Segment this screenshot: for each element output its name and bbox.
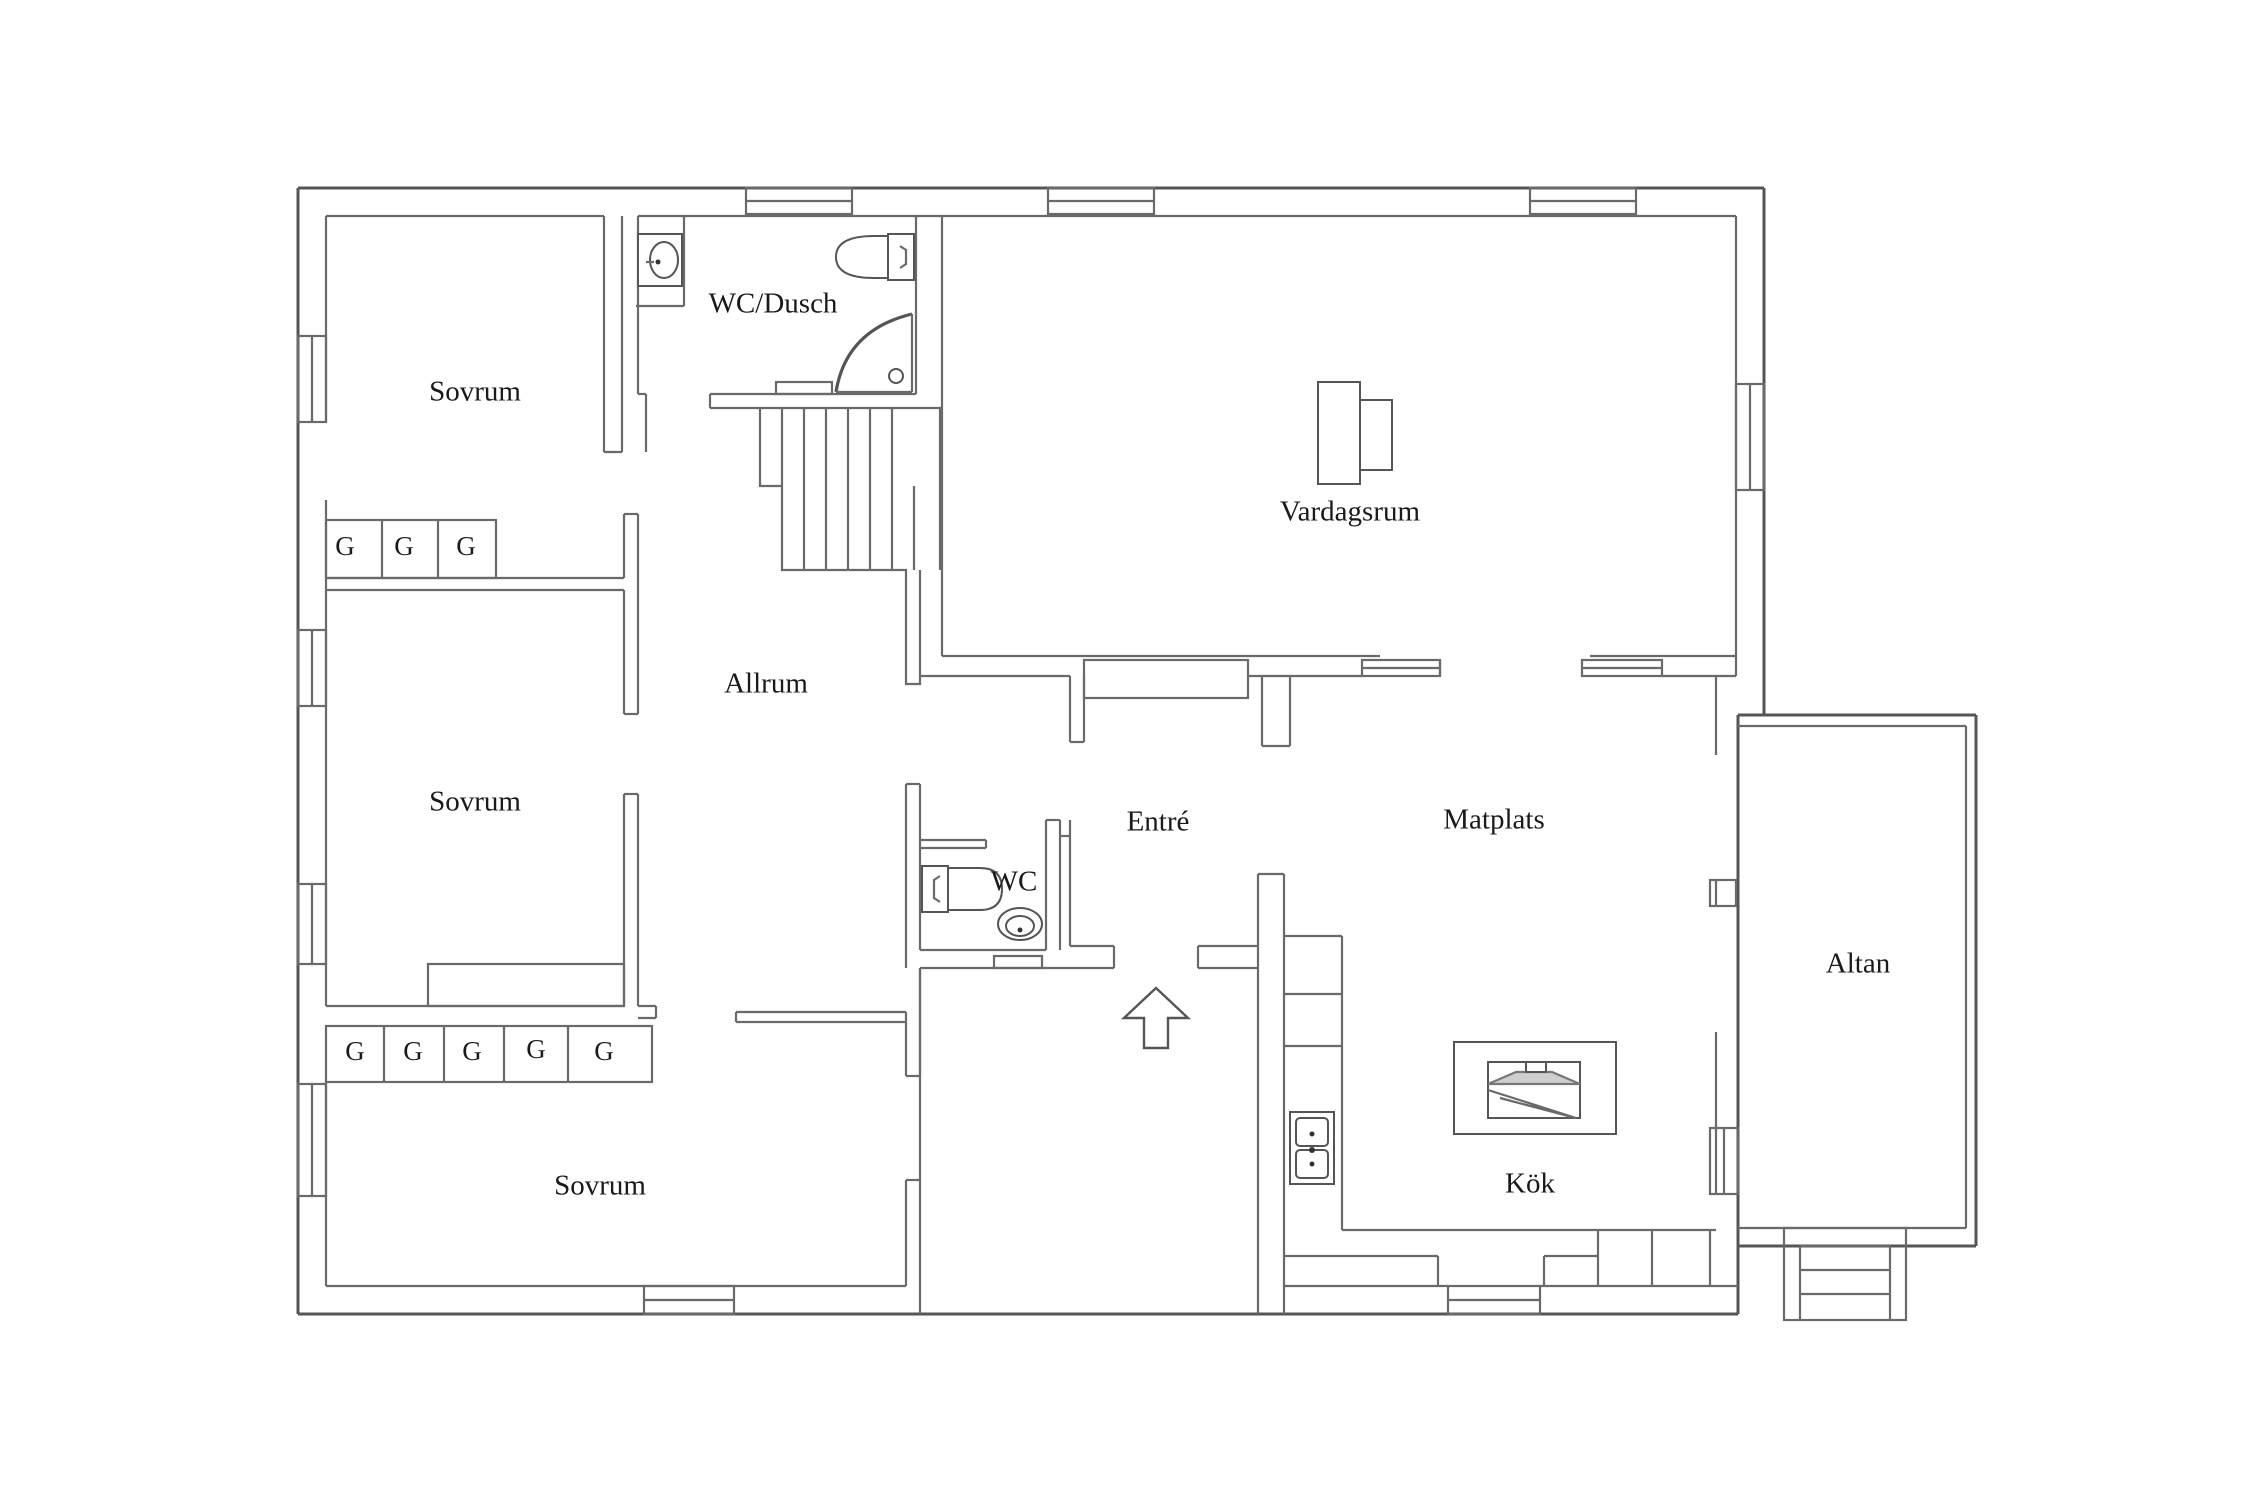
room-label-vardagsrum: Vardagsrum xyxy=(1280,496,1421,528)
outer-walls xyxy=(296,186,1766,1316)
windows xyxy=(296,186,1766,1316)
room-label-allrum: Allrum xyxy=(724,668,808,700)
room-label-altan: Altan xyxy=(1826,948,1891,980)
room-label-sovrum-bottom: Sovrum xyxy=(554,1170,646,1202)
room-label-kok: Kök xyxy=(1505,1168,1555,1200)
closet-label: G xyxy=(462,1036,482,1066)
bathroom-walls xyxy=(636,214,944,452)
closet-label: G xyxy=(394,531,414,561)
room-label-entre: Entré xyxy=(1127,806,1190,838)
kitchen-island xyxy=(1453,1041,1617,1135)
closet-label: G xyxy=(403,1036,423,1066)
room-label-sovrum-top: Sovrum xyxy=(429,376,521,408)
living-room-cabinet xyxy=(1317,381,1393,485)
toilet-icon xyxy=(834,233,915,281)
room-label-sovrum-mid: Sovrum xyxy=(429,786,521,818)
closet-label: G xyxy=(335,531,355,561)
bedroom-top-walls xyxy=(324,214,640,716)
closet-label: G xyxy=(345,1036,365,1066)
room-label-wc-dusch: WC/Dusch xyxy=(709,288,838,320)
sink-icon xyxy=(637,233,683,287)
terrace-walls xyxy=(1738,713,1978,1322)
room-label-wc: WC xyxy=(991,866,1038,898)
closet-label: G xyxy=(594,1036,614,1066)
closet-label: G xyxy=(456,531,476,561)
closet-label: G xyxy=(526,1034,546,1064)
shower-icon xyxy=(834,312,914,394)
double-sink-icon xyxy=(1289,1111,1335,1185)
stairs xyxy=(758,408,942,686)
toilet-icon xyxy=(921,865,1004,913)
living-room-walls xyxy=(920,214,1738,748)
entrance-arrow-icon xyxy=(1120,986,1192,1050)
bedroom-bottom-walls xyxy=(734,968,922,1286)
room-label-matplats: Matplats xyxy=(1443,804,1545,836)
entrance-walls xyxy=(904,782,1286,1314)
kitchen-walls xyxy=(1284,878,1738,1288)
sink-icon xyxy=(997,907,1043,941)
bedroom-mid-walls xyxy=(324,792,658,1084)
